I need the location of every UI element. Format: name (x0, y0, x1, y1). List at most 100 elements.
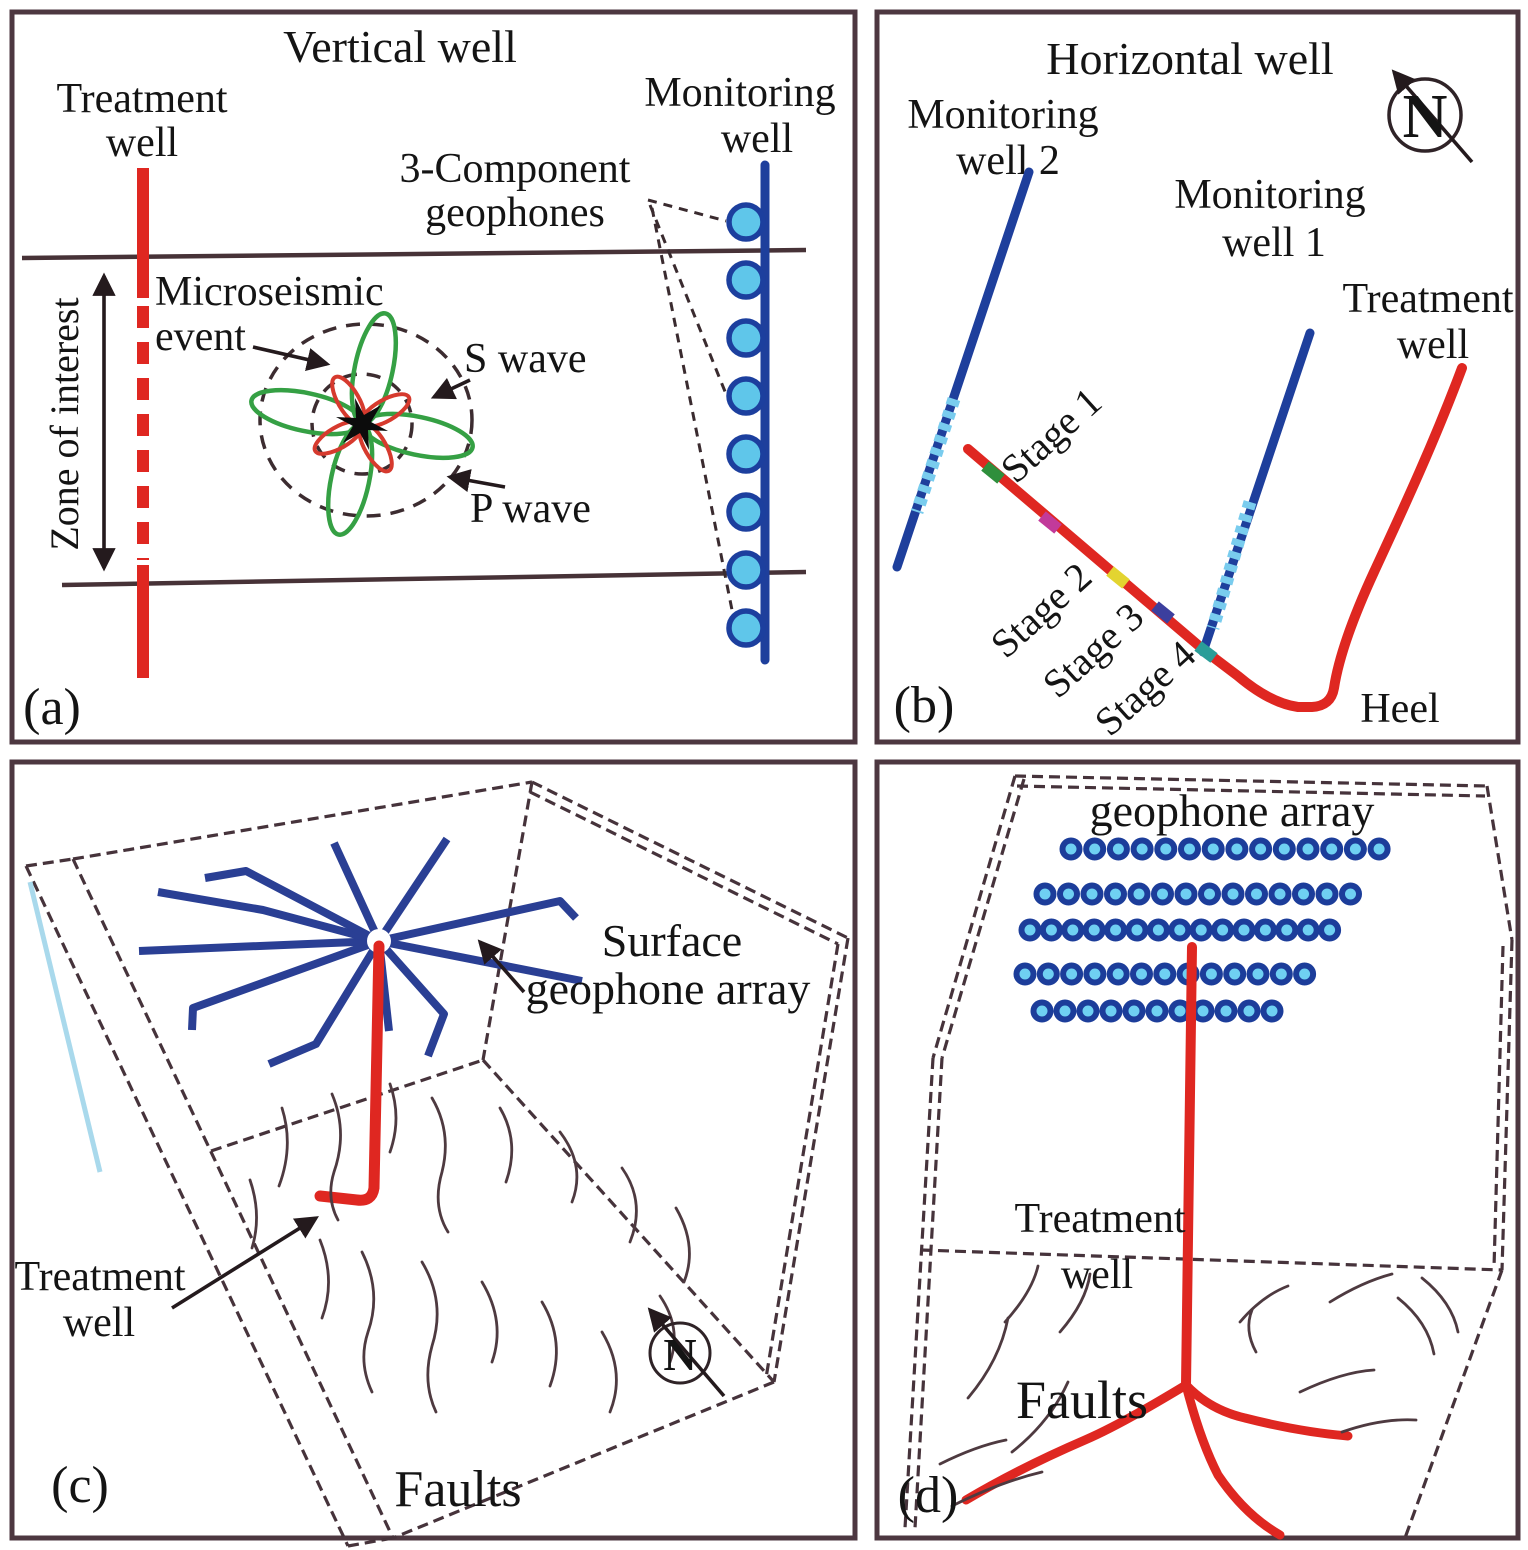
faults-c-label: Faults (394, 1461, 521, 1518)
geophone-sensor-icon (1083, 837, 1107, 861)
geophone-sensor-icon (1343, 837, 1367, 861)
geophone-sensor-icon (1076, 999, 1100, 1023)
monitoring-well1-label-line1: Monitoring (1174, 172, 1365, 218)
geophone-sensor-icon (1130, 962, 1153, 986)
compass-letter: N (1403, 83, 1448, 151)
s-wave-dashed-circle (310, 372, 414, 476)
geophone-sensor-icon (1030, 999, 1054, 1023)
geophone-sensor-icon (726, 608, 766, 648)
geophone-sensor-icon (726, 318, 766, 358)
frac-stage-markers (981, 461, 1218, 663)
geophone-sensor-icon (1153, 962, 1177, 986)
monitoring-well2-label-line2: well 2 (956, 138, 1060, 184)
geophone-array-label: geophone array (1090, 785, 1375, 836)
stage-3-marker (1106, 566, 1130, 589)
geophone-sensor-icon (1125, 918, 1149, 942)
microseismic-label-line1: Microseismic (155, 269, 384, 315)
panel-d-grid-array: geophone array Treatment well F (874, 759, 1521, 1541)
stage-4-marker (1151, 601, 1175, 624)
geophone-sensor-icon (1237, 999, 1261, 1023)
geophone-sensor-icon (726, 492, 766, 532)
surface-edge-highlight (27, 881, 103, 1173)
fault-traces-d (938, 1264, 1460, 1508)
geophone-sensor-icon (1106, 962, 1130, 986)
monitoring-well2-label-line1: Monitoring (907, 92, 1098, 138)
treatment-well-b-path (963, 363, 1467, 712)
geophone-sensor-icon (1221, 882, 1245, 906)
geophone-sensor-icon (1174, 882, 1198, 906)
grid-geophone-array (1013, 837, 1391, 1023)
panel-b-border (874, 9, 1521, 745)
zone-of-interest-label: Zone of interest (42, 297, 87, 550)
geophone-sensor-icon (1178, 837, 1201, 861)
geophone-sensor-icon (1146, 918, 1170, 942)
faults-d-label: Faults (1016, 1370, 1148, 1430)
geophone-sensor-icon (1245, 882, 1268, 906)
geophone-sensor-icon (1339, 882, 1362, 906)
geophone-sensor-icon (726, 260, 766, 300)
s-wave-arrow (430, 377, 471, 400)
geophone-sensor-icon (1033, 882, 1057, 906)
geophone-sensor-icon (1223, 962, 1247, 986)
monitoring-well-2-geophones (910, 396, 961, 515)
geophone-sensor-icon (1061, 918, 1085, 942)
treatment-well-d-label-line1: Treatment (1014, 1196, 1185, 1242)
geophone-sensor-icon (1367, 837, 1391, 861)
geophone-sensor-icon (726, 202, 766, 242)
lower-formation-boundary (61, 569, 807, 588)
event-star-icon (336, 398, 388, 450)
north-compass: N (1387, 69, 1474, 164)
fault-traces (248, 1082, 691, 1414)
compass-letter-c: N (663, 1329, 696, 1380)
geophone-sensor-icon (1127, 882, 1151, 906)
p-wave-arrow (446, 469, 506, 493)
geophone-sensor-icon (1151, 882, 1174, 906)
compass-circle (1387, 77, 1463, 153)
geophone-sensor-icon (1315, 882, 1339, 906)
geophone-sensor-icon (1191, 999, 1215, 1023)
geophone-sensor-icon (1013, 962, 1037, 986)
microseismic-radiation-pattern (249, 311, 475, 537)
geophone-sensor-icon (1130, 837, 1154, 861)
monitoring-well-label-line1: Monitoring (644, 70, 835, 116)
geophone-sensor-icon (1104, 918, 1128, 942)
geophone-sensor-icon (1269, 962, 1293, 986)
geophone-sensor-icon (1036, 962, 1060, 986)
panel-b-tag: (b) (894, 677, 955, 734)
geophone-sensor-icon (726, 550, 766, 590)
geophone-sensor-icon (1225, 837, 1249, 861)
geophone-sensor-icon (1320, 837, 1344, 861)
panel-c-tag: (c) (51, 1457, 109, 1514)
geophone-sensor-icon (1145, 999, 1169, 1023)
geophone-sensor-icon (1272, 837, 1296, 861)
geophone-sensor-icon (1293, 962, 1317, 986)
north-arrow-icon (1391, 69, 1474, 164)
treatment-well-c-label-line2: well (63, 1300, 135, 1346)
treatment-well-c-path (314, 940, 385, 1206)
geophone-sensor-icon (1260, 999, 1284, 1023)
treatment-well-d-label-line2: well (1061, 1252, 1133, 1298)
geophone-sensor-icon (1060, 962, 1084, 986)
p-wave-label: P wave (470, 486, 591, 532)
geophone-sensor-icon (1246, 962, 1270, 986)
panel-b-title: Horizontal well (1046, 33, 1333, 84)
geophone-sensor-icon (1168, 999, 1192, 1023)
geophone-sensor-icon (1318, 918, 1342, 942)
panel-d-border (874, 759, 1521, 1541)
geophone-sensor-icon (1082, 918, 1106, 942)
geophone-sensor-icon (1232, 918, 1256, 942)
treatment-well-label-line2: well (106, 120, 178, 166)
geophone-sensor-icon (1099, 999, 1123, 1023)
geophone-sensor-icon (1106, 837, 1130, 861)
geophones-label-line2: geophones (425, 190, 605, 236)
geophone-sensor-icon (1253, 918, 1277, 942)
panel-a-border (9, 9, 858, 745)
upper-formation-boundary (21, 247, 807, 261)
treatment-well-b-label-line1: Treatment (1342, 276, 1513, 322)
geophone-sensor-icon (1198, 882, 1221, 906)
panel-a-tag: (a) (23, 679, 81, 736)
geophone-sensor-icon (1296, 837, 1320, 861)
panel-c-border (9, 759, 858, 1541)
treatment-well-c-arrow (171, 1216, 319, 1310)
